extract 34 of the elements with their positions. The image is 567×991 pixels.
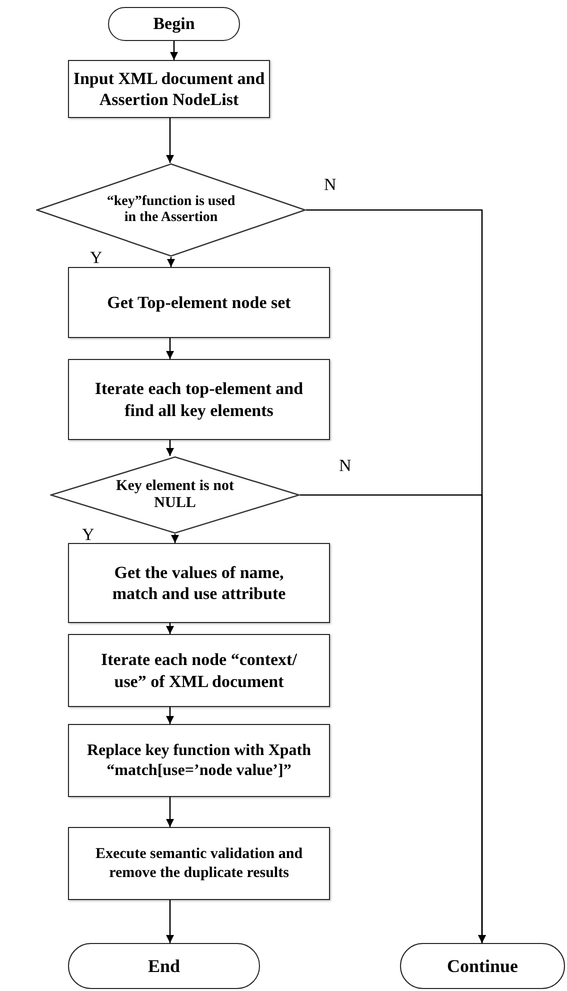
process-box [68,60,270,118]
decision-text: “key”function is used in the Assertion [106,194,236,226]
edge-label: N [337,457,354,474]
arrow [171,534,179,543]
step-text: Execute semantic validation and remove the duplicate results [94,844,304,882]
edge-label: Y [88,249,104,266]
step-text: Get the values of name, match and use attribute [111,562,287,604]
step-text: Begin [153,13,195,35]
process-box [68,543,330,623]
arrow [166,900,174,943]
arrow [166,338,174,359]
arrow [166,797,174,827]
step-text: Continue [446,954,518,978]
process-box [68,724,330,797]
process-box [68,359,330,440]
arrow [166,623,174,634]
step-text: End [148,954,180,978]
step-text: Iterate each top-element and find all key elements [94,378,304,421]
step-text: Replace key function with Xpath “match[use=’node value’]” [86,740,312,780]
process-box [68,634,330,707]
process-box [68,827,330,900]
edge-label: N [322,176,338,193]
arrow [170,41,178,60]
arrow [167,257,175,267]
step-text: Input XML document and Assertion NodeList [73,68,265,110]
decision-text: Key element is not NULL [115,478,235,512]
arrow [166,118,174,163]
edge-label: Y [80,526,96,543]
step-text: Iterate each node “context/ use” of XML document [100,649,298,692]
process-box [68,267,330,338]
arrow [300,494,486,943]
step-text: Get Top-element node set [107,292,291,314]
arrow [166,707,174,724]
arrow [166,440,174,456]
